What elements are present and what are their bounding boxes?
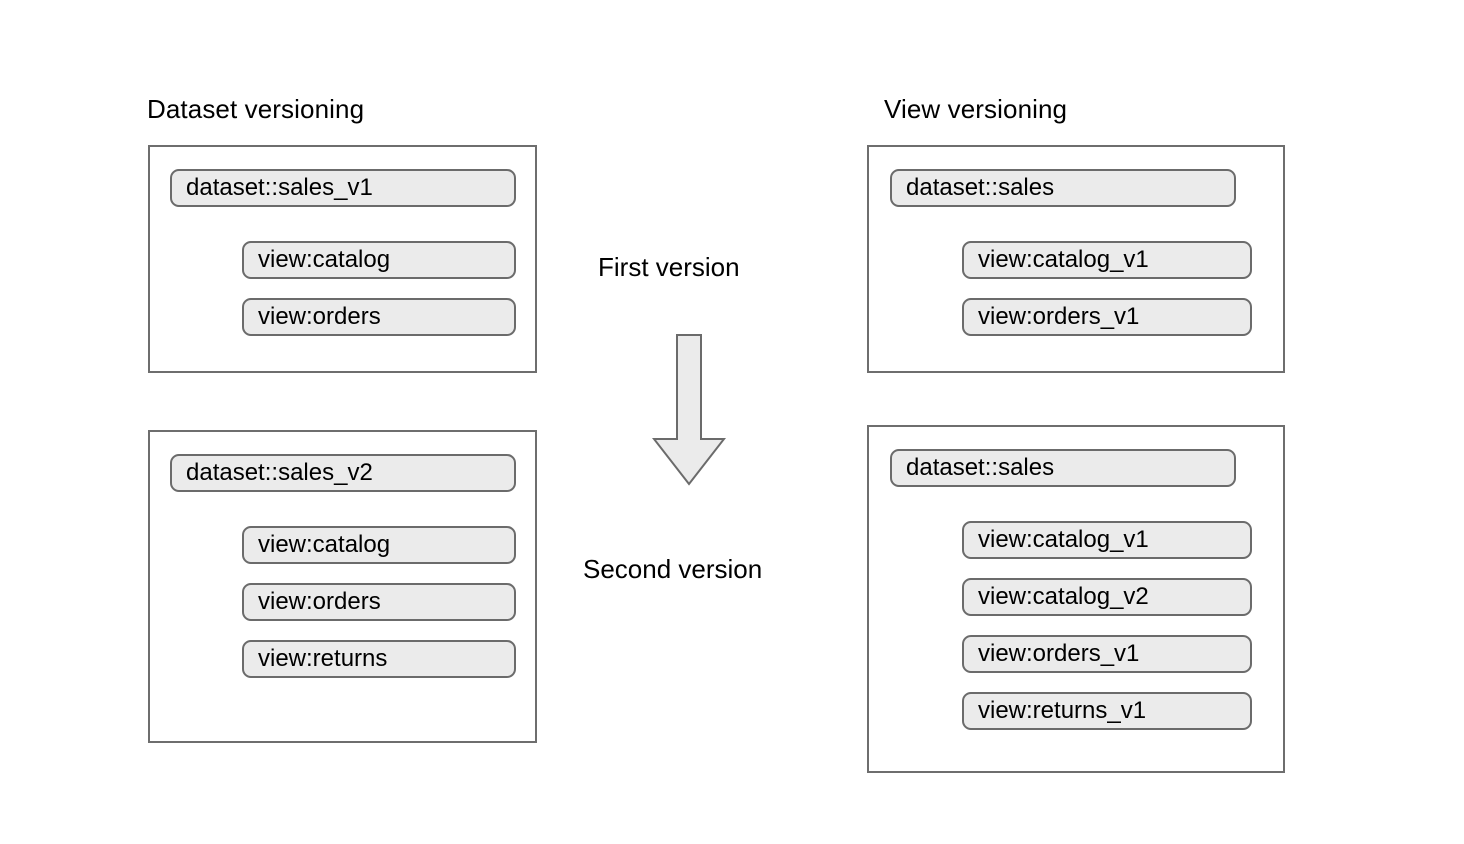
view-node-returns-v1[interactable]: view:returns_v1 [962, 692, 1252, 730]
view-node-catalog-v2[interactable]: view:catalog_v2 [962, 578, 1252, 616]
view-node-orders[interactable]: view:orders [242, 298, 516, 336]
view-node-returns[interactable]: view:returns [242, 640, 516, 678]
dataset-node-sales-v1[interactable]: dataset::sales_v1 [170, 169, 516, 207]
group-box-dataset-v1: dataset::sales_v1 view:catalog view:orde… [148, 145, 537, 373]
view-node-catalog[interactable]: view:catalog [242, 241, 516, 279]
dataset-node-sales[interactable]: dataset::sales [890, 449, 1236, 487]
stage-label-second-version: Second version [583, 554, 763, 584]
down-block-arrow-icon [652, 334, 726, 486]
group-box-view-v1: dataset::sales view:catalog_v1 view:orde… [867, 145, 1285, 373]
column-heading-view-versioning: View versioning [884, 94, 1068, 124]
group-box-view-v2: dataset::sales view:catalog_v1 view:cata… [867, 425, 1285, 773]
view-node-orders-v1[interactable]: view:orders_v1 [962, 298, 1252, 336]
view-node-catalog-v1[interactable]: view:catalog_v1 [962, 241, 1252, 279]
dataset-node-sales[interactable]: dataset::sales [890, 169, 1236, 207]
column-heading-dataset-versioning: Dataset versioning [147, 94, 365, 124]
view-node-catalog-v1[interactable]: view:catalog_v1 [962, 521, 1252, 559]
stage-label-first-version: First version [598, 252, 740, 282]
view-node-orders[interactable]: view:orders [242, 583, 516, 621]
dataset-node-sales-v2[interactable]: dataset::sales_v2 [170, 454, 516, 492]
group-box-dataset-v2: dataset::sales_v2 view:catalog view:orde… [148, 430, 537, 743]
view-node-catalog[interactable]: view:catalog [242, 526, 516, 564]
view-node-orders-v1[interactable]: view:orders_v1 [962, 635, 1252, 673]
